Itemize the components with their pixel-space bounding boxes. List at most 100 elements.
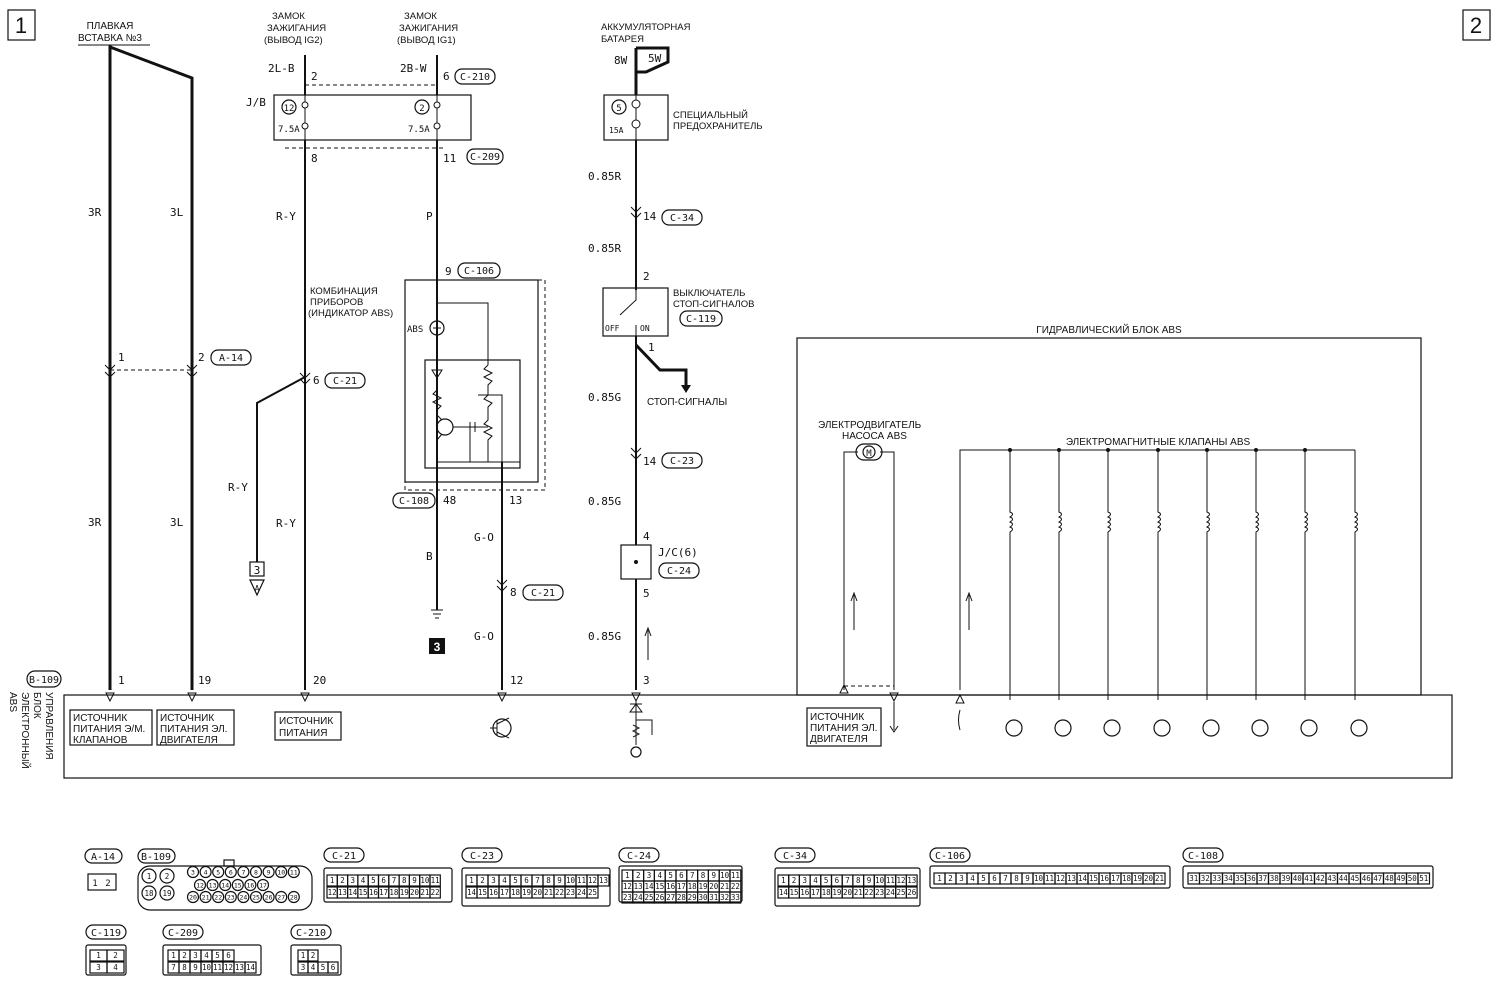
svg-text:12: 12 [588, 876, 597, 885]
battery-label: АККУМУЛЯТОРНАЯ БАТАРЕЯ [601, 22, 691, 45]
ecu-src-motor: ИСТОЧНИК ПИТАНИЯ ЭЛ. ДВИГАТЕЛЯ [160, 713, 227, 746]
c34-pin-26: 26 [905, 886, 918, 899]
hydraulic-title: ГИДРАВЛИЧЕСКИЙ БЛОК ABS [1036, 323, 1182, 336]
c34-pin-2: 2 [788, 874, 801, 887]
stop-switch-contact [619, 290, 637, 338]
c24-pin-27: 27 [664, 891, 677, 904]
b109-pin-5: 5 [212, 865, 225, 879]
b109-pin-4: 4 [199, 865, 212, 879]
svg-text:КОМБИНАЦИЯ: КОМБИНАЦИЯ [310, 286, 378, 297]
c23-pin-18: 18 [509, 886, 522, 899]
b109-pin-28: 28 [287, 890, 300, 904]
b109-pin3: 3 [643, 674, 650, 687]
c23-tag-label: C-23 [670, 456, 694, 467]
svg-text:21: 21 [420, 888, 429, 897]
c23-pin-10: 10 [564, 874, 577, 887]
c21-pin-19: 19 [398, 886, 411, 899]
c24-pin-24: 24 [632, 891, 645, 904]
c23-pin-8: 8 [542, 874, 555, 887]
svg-text:6: 6 [679, 871, 684, 880]
svg-text:15: 15 [790, 888, 799, 897]
svg-text:4: 4 [502, 876, 507, 885]
c106-pin-7: 7 [999, 872, 1012, 885]
c106-pin-3: 3 [955, 872, 968, 885]
wire-085r-label: 0.85R [588, 170, 621, 183]
fuse12-num: 12 [284, 104, 295, 114]
c21-pin-2: 2 [336, 874, 349, 887]
svg-text:10: 10 [420, 876, 430, 885]
c23-pin-7: 7 [531, 874, 544, 887]
svg-text:25: 25 [252, 894, 260, 902]
svg-text:16: 16 [800, 888, 810, 897]
fuse12-symbol [301, 95, 309, 140]
svg-text:23: 23 [227, 894, 235, 902]
svg-text:3: 3 [193, 951, 198, 960]
c108-tag [392, 492, 436, 509]
svg-text:29: 29 [688, 893, 697, 902]
svg-text:12: 12 [623, 882, 632, 891]
b109-pin-24: 24 [237, 890, 250, 904]
svg-text:ДВИГАТЕЛЯ: ДВИГАТЕЛЯ [810, 734, 868, 745]
c108-pin-41: 41 [1302, 872, 1316, 885]
svg-text:13: 13 [338, 888, 347, 897]
wire-2lb-label: 2L-B [268, 62, 295, 75]
svg-text:27: 27 [666, 893, 675, 902]
c108-pin-51: 51 [1417, 872, 1431, 885]
ign-ig1-label: ЗАМОК ЗАЖИГАНИЯ (ВЫВОД IG1) [397, 11, 458, 46]
c106-pin-14: 14 [1076, 872, 1089, 885]
c209-pin-10: 10 [200, 961, 213, 974]
svg-text:ВСТАВКА №3: ВСТАВКА №3 [78, 33, 142, 44]
page-marker-left: 1 [15, 13, 27, 38]
svg-text:8: 8 [402, 876, 407, 885]
svg-text:5: 5 [321, 963, 326, 972]
svg-text:13: 13 [1067, 874, 1076, 883]
c24-pin-18: 18 [686, 880, 699, 893]
svg-text:11: 11 [577, 876, 586, 885]
svg-text:15: 15 [359, 888, 368, 897]
valve-coil-8 [1353, 450, 1358, 700]
svg-text:19: 19 [698, 882, 707, 891]
svg-text:19: 19 [832, 888, 841, 897]
c24-pin-20: 20 [707, 880, 720, 893]
b109-pin-12: 12 [193, 878, 207, 892]
svg-text:36: 36 [1247, 874, 1257, 883]
c210-tag [454, 68, 496, 85]
c34-tag-label: C-34 [670, 213, 694, 224]
svg-text:2: 2 [105, 879, 110, 889]
c24-pin-14: 14 [642, 880, 655, 893]
svg-text:14: 14 [467, 888, 477, 897]
wire-ry-branch-label: R-Y [228, 481, 248, 494]
jb-pin11: 11 [443, 152, 456, 165]
c34-pin-15: 15 [788, 886, 801, 899]
connector-view-c119-label: C-119 [91, 928, 121, 939]
c106-pin-18: 18 [1120, 872, 1133, 885]
svg-text:4: 4 [813, 876, 818, 885]
svg-text:8: 8 [182, 963, 187, 972]
svg-text:B-109: B-109 [141, 852, 171, 863]
c21-pin-22: 22 [429, 886, 441, 899]
a14-tag-label: A-14 [219, 353, 243, 364]
svg-text:22: 22 [731, 882, 740, 891]
battery-wire [634, 46, 670, 95]
svg-text:(ИНДИКАТОР ABS): (ИНДИКАТОР ABS) [308, 308, 393, 319]
cluster-outer-dash [404, 279, 546, 491]
svg-text:20: 20 [843, 888, 853, 897]
svg-text:8: 8 [856, 876, 861, 885]
svg-text:6: 6 [331, 963, 336, 972]
c119-pin-3: 3 [89, 961, 108, 974]
c106-pin-4: 4 [966, 872, 979, 885]
c34-pin-9: 9 [862, 874, 875, 887]
svg-text:35: 35 [1235, 874, 1244, 883]
svg-text:11: 11 [886, 876, 895, 885]
svg-text:33: 33 [1212, 874, 1221, 883]
svg-text:14: 14 [644, 882, 654, 891]
motor-symbol: M [866, 449, 872, 459]
svg-text:45: 45 [1350, 874, 1359, 883]
svg-text:6: 6 [992, 874, 997, 883]
c21-pin-15: 15 [357, 886, 369, 899]
